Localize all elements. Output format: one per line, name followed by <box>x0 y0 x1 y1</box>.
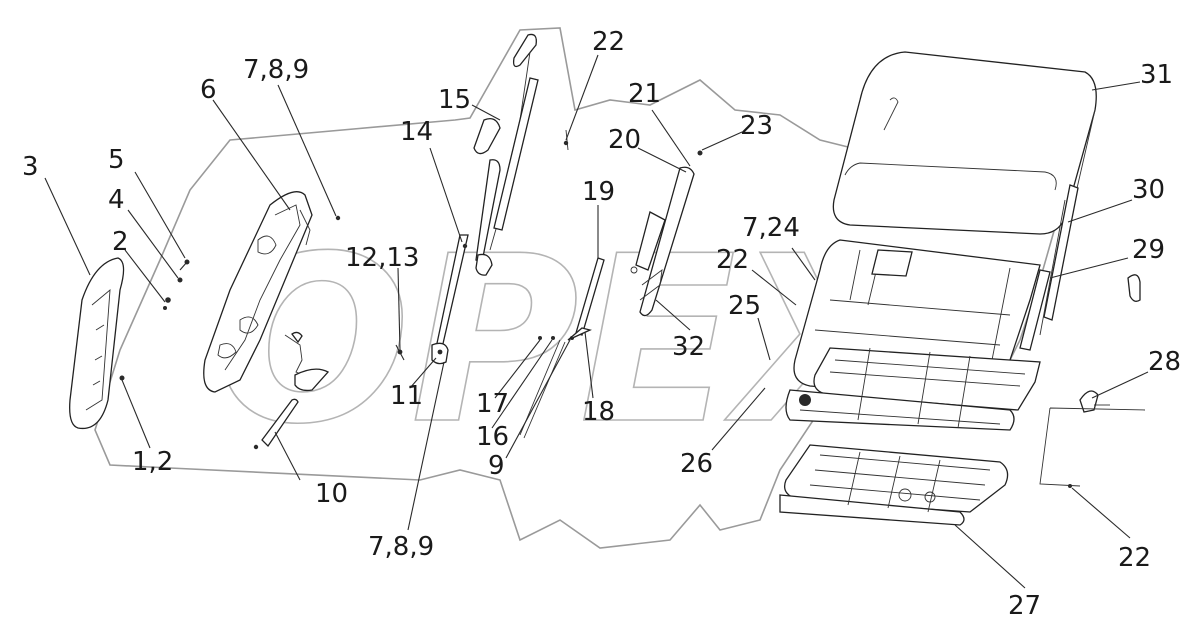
label-27: 27 <box>1008 591 1041 621</box>
label-10: 10 <box>315 479 348 509</box>
label-3: 3 <box>22 152 39 182</box>
label-22-bottom: 22 <box>1118 543 1151 573</box>
label-14: 14 <box>400 117 433 147</box>
label-22-top: 22 <box>592 27 625 57</box>
part-27-base <box>779 444 1009 526</box>
label-11: 11 <box>390 381 423 411</box>
label-32: 32 <box>672 332 705 362</box>
part-22-stud-top <box>563 129 569 151</box>
leader-lines <box>44 54 1149 589</box>
label-23: 23 <box>740 111 773 141</box>
label-7-8-9-bottom: 7,8,9 <box>368 532 434 562</box>
part-number-labels: 3 5 4 2 1,2 6 7,8,9 12,13 10 14 15 11 7,… <box>22 27 1181 621</box>
slider-assembly <box>785 347 1041 431</box>
label-12-13: 12,13 <box>345 243 419 273</box>
part-10-linkage <box>253 331 330 450</box>
label-21: 21 <box>628 79 661 109</box>
fastener-12-13 <box>395 344 405 361</box>
outline-28-22 <box>1039 407 1146 488</box>
label-6: 6 <box>200 75 217 105</box>
label-5: 5 <box>108 145 125 175</box>
part-small-hook <box>1127 274 1141 302</box>
label-7-24: 7,24 <box>742 213 800 243</box>
parts-17-16-9-18 <box>519 257 605 439</box>
label-7-8-9-top: 7,8,9 <box>243 55 309 85</box>
label-28: 28 <box>1148 347 1181 377</box>
label-29: 29 <box>1132 235 1165 265</box>
part-30-rail <box>1039 184 1079 336</box>
label-2: 2 <box>112 227 129 257</box>
label-25: 25 <box>728 291 761 321</box>
part-6-mechanism <box>203 191 341 393</box>
label-1-2: 1,2 <box>132 447 173 477</box>
label-22-mid: 22 <box>716 245 749 275</box>
label-18: 18 <box>582 397 615 427</box>
label-20: 20 <box>608 125 641 155</box>
label-31: 31 <box>1140 60 1173 90</box>
label-30: 30 <box>1132 175 1165 205</box>
label-26: 26 <box>680 449 713 479</box>
part-28-bracket <box>1079 390 1110 413</box>
label-17: 17 <box>476 389 509 419</box>
label-9: 9 <box>488 451 505 481</box>
part-3-side-cover <box>69 257 125 430</box>
part-31-cushion <box>832 51 1097 235</box>
fasteners-left <box>119 259 190 381</box>
label-15: 15 <box>438 85 471 115</box>
label-4: 4 <box>108 185 125 215</box>
part-15-cable <box>473 33 539 276</box>
part-20-21-lever <box>630 150 703 317</box>
label-19: 19 <box>582 177 615 207</box>
label-16: 16 <box>476 422 509 452</box>
